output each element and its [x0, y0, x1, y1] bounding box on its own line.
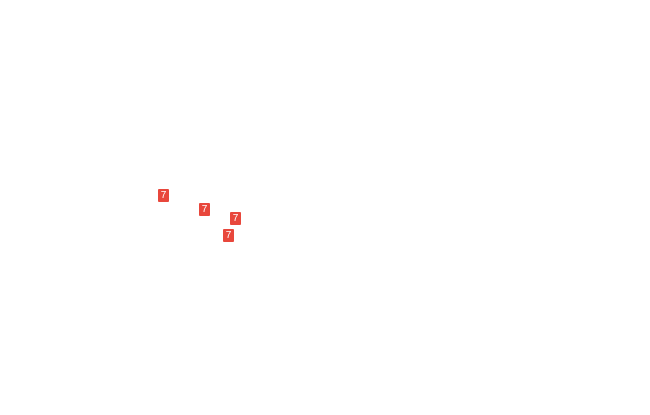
cluster-marker-1[interactable]: 7 [158, 189, 169, 202]
cluster-marker-2[interactable]: 7 [199, 203, 210, 216]
cluster-marker-3[interactable]: 7 [230, 212, 241, 225]
cluster-marker-4[interactable]: 7 [223, 229, 234, 242]
